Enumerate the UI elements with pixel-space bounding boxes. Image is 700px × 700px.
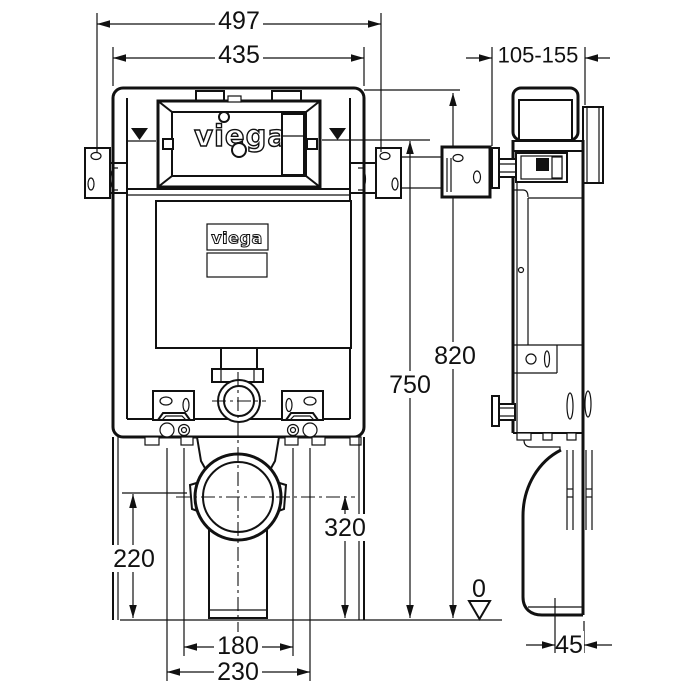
- datum-zero-label: 0: [472, 575, 486, 603]
- datum-symbol: 0: [467, 575, 492, 621]
- center-lines: [176, 372, 556, 653]
- water-level-icon: [329, 128, 346, 140]
- supply-stub-lower: [491, 395, 516, 427]
- datum-triangle-icon: [467, 600, 492, 621]
- wall-rail-plate: [582, 106, 604, 184]
- mounting-bracket-right: [281, 390, 324, 421]
- viega-logo-large: viega: [194, 119, 288, 153]
- reference-lines: [96, 13, 430, 153]
- dim-lower-height: 220: [113, 545, 155, 573]
- inspection-opening: viega: [156, 95, 322, 189]
- frame-rail-side: [566, 450, 593, 530]
- dim-fixing-inner: 180: [217, 632, 259, 660]
- flush-valve: [281, 113, 305, 176]
- dim-level-height: 750: [389, 371, 431, 399]
- dimension-labels: 497 435 105-155 820 750 320 220 180 230 …: [111, 7, 584, 686]
- dim-bend-offset: 45: [555, 631, 583, 659]
- wall-anchor-right: [350, 147, 402, 199]
- supply-stub-upper: [491, 147, 517, 189]
- dim-outlet-height: 320: [324, 514, 366, 542]
- wall-anchor-left: [84, 147, 127, 199]
- bracket-side-detail: [440, 145, 492, 199]
- dim-total-height: 820: [434, 342, 476, 370]
- side-view: [491, 86, 604, 617]
- mounting-bracket-left: [152, 390, 195, 421]
- front-view: viega viega: [84, 86, 492, 620]
- fill-valve-side: [515, 152, 568, 183]
- dim-install-depth: 105-155: [498, 43, 579, 68]
- viega-logo-small: viega: [211, 229, 263, 248]
- lower-compartment-side: [513, 344, 592, 420]
- dim-inner-width: 435: [218, 41, 260, 69]
- tank-label: viega: [206, 223, 269, 278]
- dim-outer-width: 497: [218, 7, 260, 35]
- flush-bend-side: [521, 448, 583, 617]
- floor-anchor-screws: [159, 422, 318, 438]
- water-level-icon: [131, 128, 148, 140]
- dim-fixing-outer: 230: [217, 658, 259, 686]
